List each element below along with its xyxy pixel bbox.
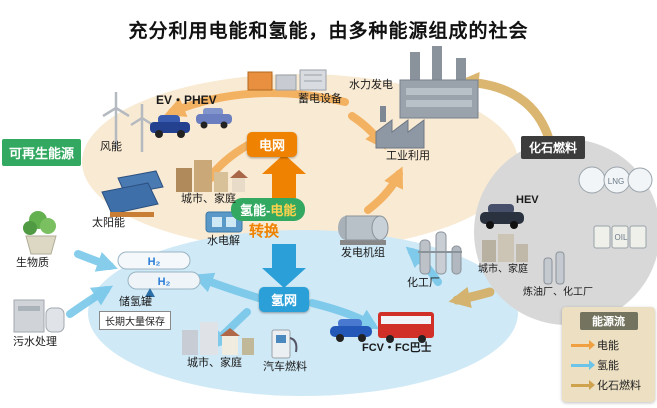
electric-grid-badge: 电网 bbox=[247, 132, 297, 157]
fossil-flow-arrows bbox=[448, 72, 554, 309]
lng-text: LNG bbox=[608, 177, 624, 186]
hev-car-icon bbox=[480, 204, 524, 229]
conversion-badge: 氢能-电能 bbox=[231, 198, 306, 221]
battery-storage-icon bbox=[247, 69, 327, 91]
h2-tank-icon: H₂ H₂ bbox=[117, 251, 201, 297]
conversion-hydrogen-text: 氢能 bbox=[240, 203, 267, 218]
conversion-label: 转换 bbox=[249, 223, 280, 240]
renewable-energy-badge: 可再生能源 bbox=[2, 139, 82, 166]
hydro-plant-icon bbox=[399, 46, 479, 119]
label-industry: 工业利用 bbox=[386, 150, 430, 162]
label-city-home-fossil: 城市、家庭 bbox=[478, 264, 528, 275]
label-city-home-electric: 城市、家庭 bbox=[181, 193, 236, 205]
page-title: 充分利用电能和氢能，由多种能源组成的社会 bbox=[128, 21, 529, 42]
oil-barrels-icon: OIL bbox=[593, 225, 647, 249]
oil-text: OIL bbox=[615, 233, 628, 242]
ev-cars-icon bbox=[150, 108, 232, 138]
h2-text: H₂ bbox=[158, 276, 171, 288]
h2-text: H₂ bbox=[148, 256, 161, 268]
wind-turbine-icon bbox=[102, 92, 154, 152]
label-refinery-chemical: 炼油厂、化工厂 bbox=[523, 287, 593, 298]
city-home-electric-icon bbox=[176, 160, 248, 192]
legend-label-electric: 电能 bbox=[597, 340, 619, 352]
label-city-home-hydrogen: 城市、家庭 bbox=[187, 357, 242, 369]
solar-panel-icon bbox=[101, 170, 164, 217]
legend-label-hydrogen: 氢能 bbox=[597, 360, 619, 372]
label-electrolysis: 水电解 bbox=[207, 235, 240, 247]
label-hev: HEV bbox=[516, 194, 539, 206]
conversion-electric-text: 电能 bbox=[270, 203, 297, 218]
legend-item: 化石燃料 bbox=[562, 373, 655, 393]
hydrogen-flow-arrow-icon bbox=[571, 360, 595, 370]
fc-bus-icon bbox=[378, 312, 434, 343]
legend-item: 氢能 bbox=[562, 353, 655, 373]
hydrogen-flow-arrows bbox=[66, 246, 442, 350]
fcv-car-icon bbox=[330, 319, 372, 342]
label-solar: 太阳能 bbox=[92, 217, 125, 229]
city-home-fossil-icon bbox=[482, 234, 528, 262]
biomass-icon bbox=[23, 211, 57, 255]
label-sewage: 污水处理 bbox=[13, 336, 57, 348]
label-fcv-bus: FCV・FC巴士 bbox=[362, 342, 432, 354]
label-biomass: 生物质 bbox=[16, 257, 49, 269]
label-wind: 风能 bbox=[100, 141, 122, 153]
conversion-up-arrow-icon bbox=[262, 154, 306, 198]
fuel-pump-icon bbox=[271, 329, 298, 359]
city-home-hydrogen-icon bbox=[182, 322, 254, 355]
label-h2-tank: 储氢罐 bbox=[119, 296, 152, 308]
fossil-fuel-badge: 化石燃料 bbox=[521, 136, 586, 159]
label-ev-phev: EV・PHEV bbox=[156, 93, 217, 107]
legend-item: 电能 bbox=[562, 333, 655, 353]
legend-label-fossil: 化石燃料 bbox=[597, 380, 641, 392]
label-generator: 发电机组 bbox=[341, 247, 385, 259]
tank-pointer-icon bbox=[145, 288, 155, 297]
factory-icon bbox=[375, 106, 425, 149]
hydrogen-grid-badge: 氢网 bbox=[259, 287, 309, 312]
legend: 能源流 电能 氢能 化石燃料 bbox=[562, 307, 655, 402]
electric-flow-arrow-icon bbox=[571, 340, 595, 350]
label-vehicle-fuel: 汽车燃料 bbox=[263, 361, 307, 373]
conversion-separator: - bbox=[266, 203, 271, 218]
refinery-icon bbox=[543, 251, 565, 285]
fossil-flow-arrow-icon bbox=[571, 380, 595, 390]
long-term-storage-note: 长期大量保存 bbox=[99, 311, 171, 330]
chemical-plant-icon bbox=[418, 231, 462, 275]
legend-title: 能源流 bbox=[579, 312, 638, 330]
generator-icon bbox=[338, 215, 389, 245]
conversion-down-arrow-icon bbox=[262, 244, 306, 288]
sewage-plant-icon bbox=[13, 299, 65, 333]
label-chemical-plant: 化工厂 bbox=[407, 277, 440, 289]
label-hydro-power: 水力发电 bbox=[349, 79, 393, 91]
label-battery-storage: 蓄电设备 bbox=[298, 93, 342, 105]
lng-tanks-icon: LNG bbox=[578, 166, 653, 194]
